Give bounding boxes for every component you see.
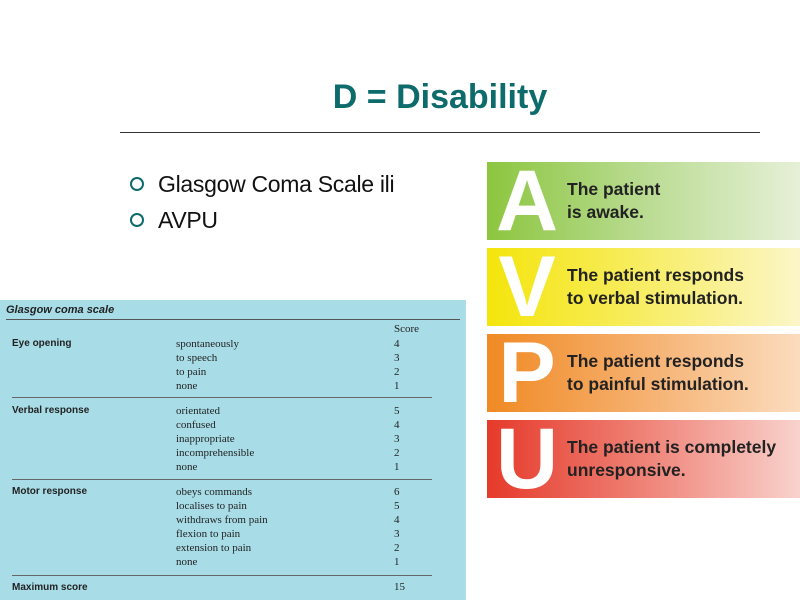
table-score: 4: [394, 338, 400, 350]
table-item: withdraws from pain: [176, 514, 268, 526]
table-score: 4: [394, 419, 400, 431]
table-item: to pain: [176, 366, 207, 378]
avpu-letter: P: [498, 325, 556, 421]
table-divider: [6, 319, 460, 320]
avpu-description: The patient is completely unresponsive.: [567, 436, 776, 482]
table-score: 1: [394, 380, 400, 392]
avpu-line: The patient responds: [567, 265, 744, 285]
table-item: none: [176, 461, 198, 473]
avpu-row-v: V The patient responds to verbal stimula…: [487, 239, 800, 335]
table-item: orientated: [176, 405, 220, 417]
table-item: none: [176, 380, 198, 392]
avpu-row-p: P The patient responds to painful stimul…: [487, 325, 800, 421]
section-divider: [12, 575, 432, 576]
table-item: to speech: [176, 352, 218, 364]
table-item: inappropriate: [176, 433, 235, 445]
table-score: 6: [394, 486, 400, 498]
bullet-list: Glasgow Coma Scale ili AVPU: [128, 166, 395, 238]
table-item: obeys commands: [176, 486, 253, 498]
table-score: 3: [394, 528, 400, 540]
table-score: 5: [394, 405, 400, 417]
table-item: spontaneously: [176, 338, 239, 350]
table-score: 3: [394, 352, 400, 364]
avpu-line: The patient: [567, 179, 661, 199]
slide-title: D = Disability: [332, 78, 548, 116]
avpu-description: The patient is awake.: [567, 178, 660, 224]
score-column-header: Score: [394, 323, 420, 335]
section-label-verbal-response: Verbal response: [12, 405, 90, 416]
table-title: Glasgow coma scale: [6, 304, 115, 316]
maximum-score-label: Maximum score: [12, 582, 88, 593]
avpu-letter: A: [495, 153, 559, 249]
avpu-line: The patient is completely: [567, 437, 777, 457]
table-item: incomprehensible: [176, 447, 255, 459]
circle-bullet-icon: [130, 213, 144, 227]
bullet-text: Glasgow Coma Scale ili: [158, 170, 395, 197]
avpu-line: is awake.: [567, 202, 644, 222]
title-divider: [120, 132, 760, 133]
glasgow-coma-scale-table: Glasgow coma scale Score Eye opening spo…: [0, 300, 466, 600]
avpu-description: The patient responds to verbal stimulati…: [567, 264, 744, 310]
table-item: none: [176, 556, 198, 568]
avpu-line: The patient responds: [567, 351, 744, 371]
table-item: confused: [176, 419, 216, 431]
table-score: 3: [394, 433, 400, 445]
table-item: localises to pain: [176, 500, 247, 512]
table-item: flexion to pain: [176, 528, 241, 540]
section-label-eye-opening: Eye opening: [12, 338, 72, 349]
avpu-line: unresponsive.: [567, 460, 686, 480]
section-divider: [12, 397, 432, 398]
table-score: 1: [394, 556, 400, 568]
table-score: 2: [394, 542, 400, 554]
table-score: 2: [394, 447, 400, 459]
table-score: 4: [394, 514, 400, 526]
table-item: extension to pain: [176, 542, 252, 554]
bullet-item: Glasgow Coma Scale ili: [128, 166, 395, 202]
table-score: 2: [394, 366, 400, 378]
bullet-item: AVPU: [128, 202, 394, 238]
avpu-row-a: A The patient is awake.: [487, 153, 800, 249]
avpu-letter: V: [498, 239, 556, 335]
avpu-line: to verbal stimulation.: [567, 288, 743, 308]
table-score: 1: [394, 461, 400, 473]
avpu-chart: A The patient is awake. V The patient re…: [487, 153, 800, 507]
maximum-score-value: 15: [394, 581, 405, 593]
circle-bullet-icon: [130, 177, 144, 191]
avpu-description: The patient responds to painful stimulat…: [567, 350, 749, 396]
section-label-motor-response: Motor response: [12, 486, 88, 497]
avpu-row-u: U The patient is completely unresponsive…: [487, 411, 800, 507]
avpu-letter: U: [495, 411, 559, 507]
bullet-text: AVPU: [158, 206, 218, 233]
table-score: 5: [394, 500, 400, 512]
avpu-line: to painful stimulation.: [567, 374, 749, 394]
section-divider: [12, 479, 432, 480]
